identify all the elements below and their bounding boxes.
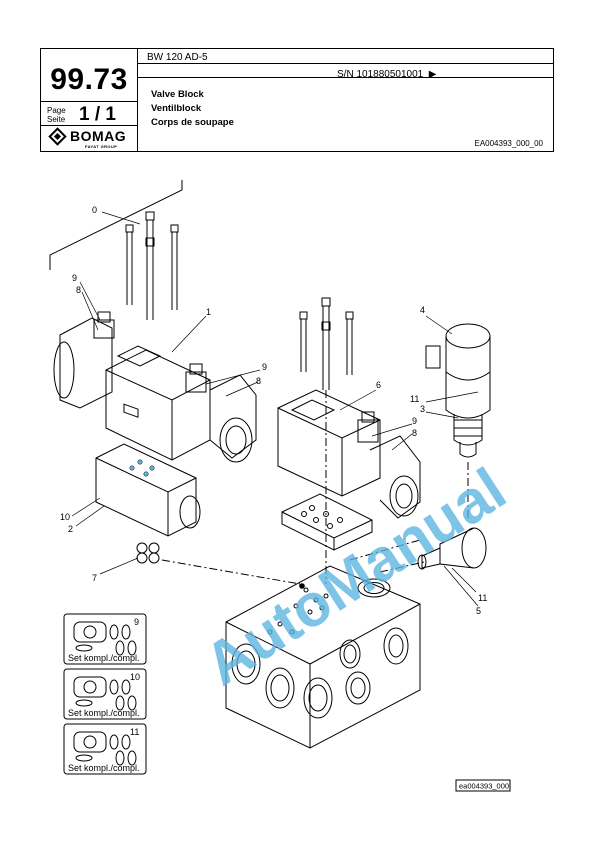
callout-1: 1 [206, 307, 211, 317]
logo-text: BOMAG [70, 128, 127, 144]
assembly-bracket-0 [49, 180, 183, 270]
callout-11: 11 [410, 394, 419, 404]
callout-numbers: 0 9 8 1 9 8 6 4 11 3 9 8 10 2 7 11 5 [60, 205, 487, 616]
callout-8: 8 [412, 428, 417, 438]
callout-3: 3 [420, 404, 425, 414]
header-rule [41, 101, 137, 102]
callout-8: 8 [76, 285, 81, 295]
callout-9: 9 [412, 416, 417, 426]
seal-kit-label: Set kompl./compl. [68, 708, 140, 718]
callout-0: 0 [92, 205, 97, 215]
serial-arrow-icon: ▶ [428, 69, 437, 80]
automanual-watermark: AutoManual [193, 455, 517, 698]
manifold-block [225, 565, 421, 749]
page-fraction: 1 / 1 [79, 104, 116, 125]
title-german: Ventilblock [151, 103, 202, 114]
title-english: Valve Block [151, 89, 204, 100]
header-rule [137, 63, 553, 64]
seal-kit-label: Set kompl./compl. [68, 653, 140, 663]
page-label: Page Seite [47, 106, 66, 124]
logo-subtext: FAYAT GROUP [85, 144, 118, 149]
machine-model: BW 120 AD-5 [147, 52, 208, 63]
seal-kit-10: 10 Set kompl./compl. [63, 668, 147, 720]
title-french: Corps de soupape [151, 117, 234, 128]
seal-kit-11: 11 Set kompl./compl. [63, 723, 147, 775]
intermediate-plate [281, 493, 373, 551]
solenoid-valve-left [53, 311, 257, 463]
callout-6: 6 [376, 380, 381, 390]
screw-set-left [125, 211, 179, 320]
seal-kit-number: 11 [130, 727, 139, 737]
callout-7: 7 [92, 573, 97, 583]
callout-9: 9 [262, 362, 267, 372]
seal-kit-number: 9 [134, 617, 139, 627]
drawing-reference: ea004393_000 [455, 779, 511, 792]
o-ring-set [136, 542, 160, 564]
seal-kit-9: 9 Set kompl./compl. [63, 613, 147, 665]
callout-leaders [71, 211, 479, 607]
assembly-centerlines [161, 390, 469, 585]
callout-11: 11 [478, 593, 487, 603]
callout-4: 4 [420, 305, 425, 315]
drawing-reference-text: ea004393_000 [459, 782, 509, 791]
header-block: 99.73 Page Seite 1 / 1 BOMAG FAYAT GROUP… [40, 48, 554, 152]
page-number: 99.73 [50, 63, 128, 96]
seal-kit-label: Set kompl./compl. [68, 763, 140, 773]
adapter-plate-left [95, 443, 201, 537]
callout-8: 8 [256, 376, 261, 386]
header-rule [137, 77, 553, 78]
seal-kit-number: 10 [130, 672, 140, 682]
document-id: EA004393_000_00 [474, 139, 543, 148]
solenoid-valve-middle [277, 389, 421, 519]
callout-2: 2 [68, 524, 73, 534]
screw-set-middle [299, 297, 354, 390]
serial-number: S/N 101880501001 ▶ [337, 69, 437, 80]
callout-5: 5 [476, 606, 481, 616]
bomag-logo: BOMAG [48, 126, 127, 146]
callout-10: 10 [60, 512, 70, 522]
header-rule [41, 125, 137, 126]
header-divider [137, 49, 138, 151]
cartridge-valve-right [425, 323, 491, 458]
callout-9: 9 [72, 273, 77, 283]
